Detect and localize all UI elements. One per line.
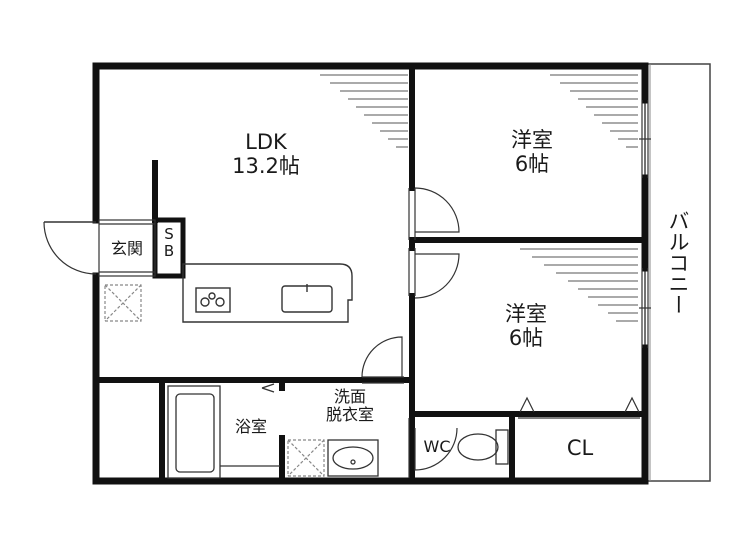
washroom-line1: 洗面 — [333, 387, 366, 406]
shoe-box-line1: S — [164, 225, 174, 243]
entrance-door[interactable] — [43, 221, 97, 275]
ldk-size: 13.2帖 — [232, 154, 300, 179]
bedroom-south-name: 洋室 — [505, 302, 547, 326]
outer-walls — [92, 62, 649, 485]
balcony — [644, 63, 711, 482]
balcony-windows — [639, 100, 651, 348]
bathtub — [167, 383, 280, 479]
bedroom-north-label: 洋室 6帖 — [482, 128, 582, 176]
bedroom-north-hatch — [550, 74, 638, 148]
closet-outline — [518, 396, 640, 419]
toilet-label: WC — [423, 437, 451, 456]
balcony-label: バルコニー — [666, 210, 690, 315]
washroom-door[interactable] — [361, 336, 404, 384]
washroom-line2: 脱衣室 — [325, 405, 374, 425]
toilet-icon — [457, 429, 509, 465]
bath-label: 浴室 — [234, 417, 267, 436]
bedroom-south-door[interactable] — [408, 248, 460, 299]
bedroom-north-size: 6帖 — [514, 152, 550, 177]
closet-label: CL — [566, 436, 594, 460]
bedroom-south-size: 6帖 — [508, 326, 544, 351]
bedroom-north-name: 洋室 — [511, 128, 553, 152]
bedroom-south-hatch — [520, 248, 638, 322]
bedroom-north-door[interactable] — [408, 187, 460, 240]
toilet-door[interactable] — [408, 418, 458, 478]
kitchen-counter — [182, 263, 353, 323]
interior-walls — [93, 63, 648, 484]
shoe-box-label: S B — [158, 225, 180, 261]
shoe-box-line2: B — [163, 242, 175, 261]
bedroom-south-label: 洋室 6帖 — [476, 302, 576, 350]
washroom-label: 洗面 脱衣室 — [300, 387, 400, 425]
washer-space — [287, 439, 325, 477]
wash-basin — [327, 439, 379, 477]
fridge-space — [104, 284, 142, 322]
ldk-window-hatch — [320, 74, 408, 148]
entrance-outline — [98, 219, 156, 277]
ldk-label: LDK 13.2帖 — [216, 130, 316, 178]
ldk-name: LDK — [245, 130, 287, 154]
entrance-label: 玄関 — [110, 239, 143, 258]
